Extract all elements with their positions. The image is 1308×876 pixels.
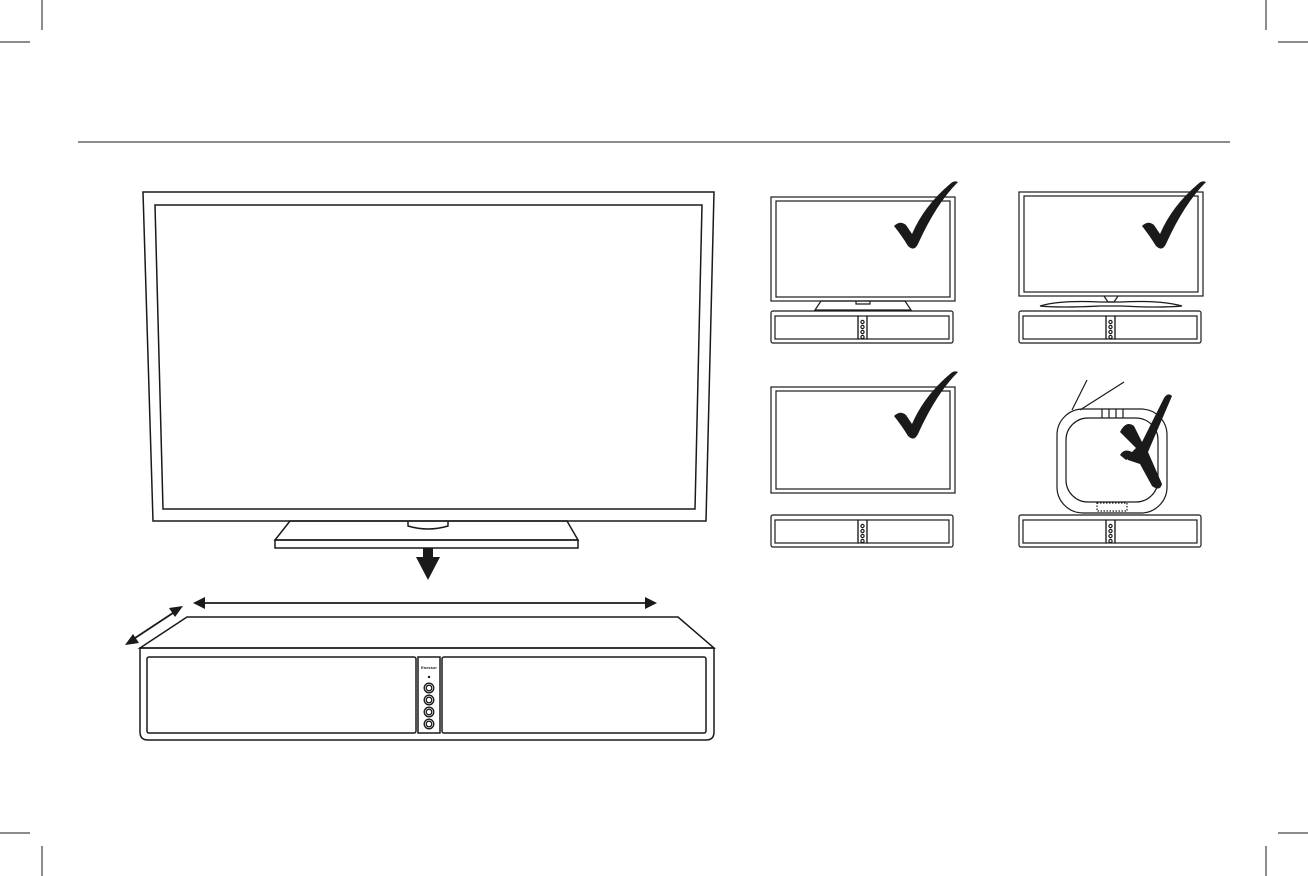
example-tv-wide-stand — [1019, 181, 1206, 343]
speaker-grille-right — [442, 657, 706, 733]
tv-neck — [408, 521, 448, 529]
tv-neck — [1104, 296, 1118, 302]
main-illustration: Enessor — [125, 192, 714, 740]
large-tv — [143, 192, 714, 548]
mini-speaker-base — [1019, 515, 1201, 547]
tv-stand-base — [275, 521, 578, 540]
width-dimension-arrow-icon — [193, 597, 657, 609]
tv-antenna-left — [1072, 380, 1087, 410]
speaker-button-ring — [426, 685, 432, 691]
tv-antenna-right — [1080, 382, 1124, 410]
example-crt-tv — [1019, 380, 1201, 547]
tv-stand — [815, 301, 911, 310]
crt-speaker-grille — [1097, 503, 1127, 511]
tv-screen — [1024, 196, 1198, 292]
check-mark-icon — [894, 371, 958, 438]
speaker-grille-left — [147, 657, 416, 733]
check-mark-icon — [894, 181, 958, 248]
speaker-buttons — [424, 683, 434, 729]
mini-speaker-base — [1019, 311, 1201, 343]
tv-bezel — [143, 192, 714, 521]
mini-speaker-base — [771, 515, 953, 547]
example-tv-wall-mounted — [771, 371, 958, 547]
speaker-button-ring — [426, 709, 432, 715]
tv-stand-feet — [1040, 302, 1182, 308]
example-tv-small-stand — [771, 181, 958, 343]
speaker-brand-label: Enessor — [421, 665, 437, 670]
tv-bezel — [1019, 192, 1203, 296]
speaker-base: Enessor — [140, 617, 714, 740]
mini-speaker-base — [771, 311, 953, 343]
speaker-button-ring — [426, 697, 432, 703]
speaker-top — [140, 617, 714, 648]
tv-screen — [155, 205, 702, 509]
down-arrow-icon — [416, 548, 440, 580]
tv-stand-plate — [275, 540, 578, 548]
speaker-led-indicator — [428, 676, 430, 678]
speaker-button-ring — [426, 721, 432, 727]
